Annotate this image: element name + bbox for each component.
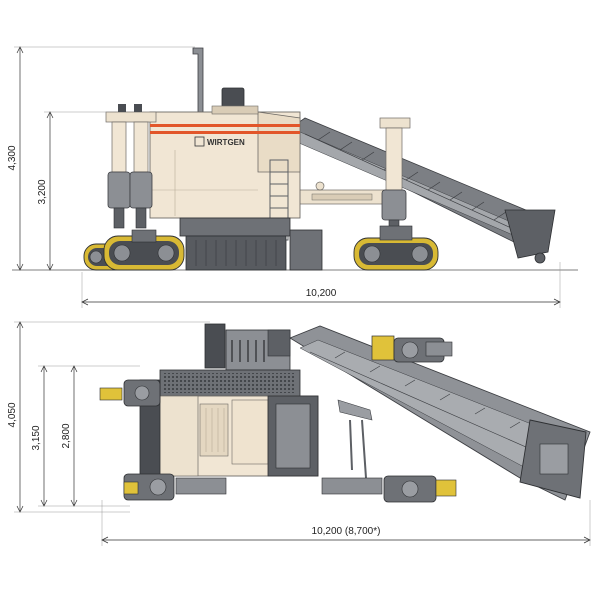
top-dim-width-b: 2,800	[61, 365, 78, 507]
top-dim-total-width-label: 4,050	[7, 402, 18, 427]
exhaust-pipe	[192, 47, 204, 117]
side-dim-total-height-label: 4,300	[7, 145, 18, 170]
side-dim-length-label: 10,200	[306, 288, 337, 299]
top-machine-body	[139, 379, 319, 477]
side-dim-total-height: 4,300	[7, 46, 195, 271]
wirtgen-logo-badge	[194, 136, 205, 147]
side-machine-body: WIRTGEN	[149, 87, 323, 271]
top-dim-length: 10,200 (8,700*)	[101, 500, 591, 546]
top-track-front-upper	[99, 379, 161, 407]
top-track-front-lower	[123, 473, 227, 501]
wirtgen-logo-text: WIRTGEN	[207, 138, 245, 147]
side-front-legs	[105, 104, 157, 229]
top-track-rear-lower	[321, 475, 457, 503]
top-dim-width-a-label: 3,150	[31, 425, 42, 450]
side-track-rear	[353, 225, 439, 271]
top-track-rear-upper	[371, 335, 453, 363]
top-dim-width-a: 3,150	[31, 365, 140, 507]
side-dim-body-height: 3,200	[37, 111, 110, 271]
top-dim-total-width: 4,050	[7, 321, 210, 513]
side-track-front-2	[103, 229, 185, 271]
side-view: WIRTGEN	[7, 46, 578, 308]
side-dim-length: 10,200	[81, 262, 561, 308]
top-view: 4,050 3,150 2,800 10,200 (8,700*)	[7, 321, 591, 546]
top-dim-width-b-label: 2,800	[61, 423, 72, 448]
top-engine-area	[159, 323, 301, 397]
side-dim-body-height-label: 3,200	[37, 179, 48, 204]
top-dim-length-label: 10,200 (8,700*)	[312, 526, 381, 537]
side-conveyor	[287, 117, 556, 264]
top-conveyor	[288, 325, 591, 501]
